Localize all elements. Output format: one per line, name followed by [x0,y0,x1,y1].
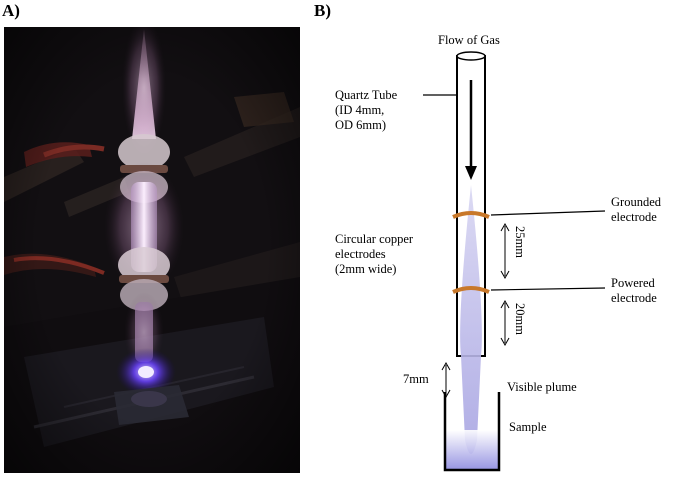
powered-electrode-ring [452,286,490,294]
plasma-jet-photo [4,27,300,473]
dimension-7mm-arrow [441,361,451,399]
dimension-7mm-label: 7mm [403,372,429,386]
gas-flow-arrow [465,80,477,180]
grounded-electrode-label: Grounded electrode [611,195,661,224]
plasma-jet-schematic: Flow of Gas Quartz Tube (ID 4mm, OD 6mm)… [305,20,685,482]
grounded-electrode-ring [452,211,490,219]
sample-container [443,392,501,472]
dimension-25mm-arrow [500,222,510,280]
powered-electrode-label: Powered electrode [611,276,657,305]
dimension-20mm-label: 20mm [513,303,527,335]
quartz-tube-label: Quartz Tube (ID 4mm, OD 6mm) [335,88,398,132]
panel-label-a: A) [2,1,20,20]
sample-label: Sample [509,420,547,434]
plasma-plume [460,185,482,454]
panel-label-b: B) [314,1,331,20]
flow-of-gas-label: Flow of Gas [438,33,500,47]
copper-electrodes-label: Circular copper electrodes (2mm wide) [335,232,414,276]
dimension-25mm-label: 25mm [513,226,527,258]
visible-plume-label: Visible plume [507,380,577,394]
dimension-20mm-arrow [500,299,510,347]
